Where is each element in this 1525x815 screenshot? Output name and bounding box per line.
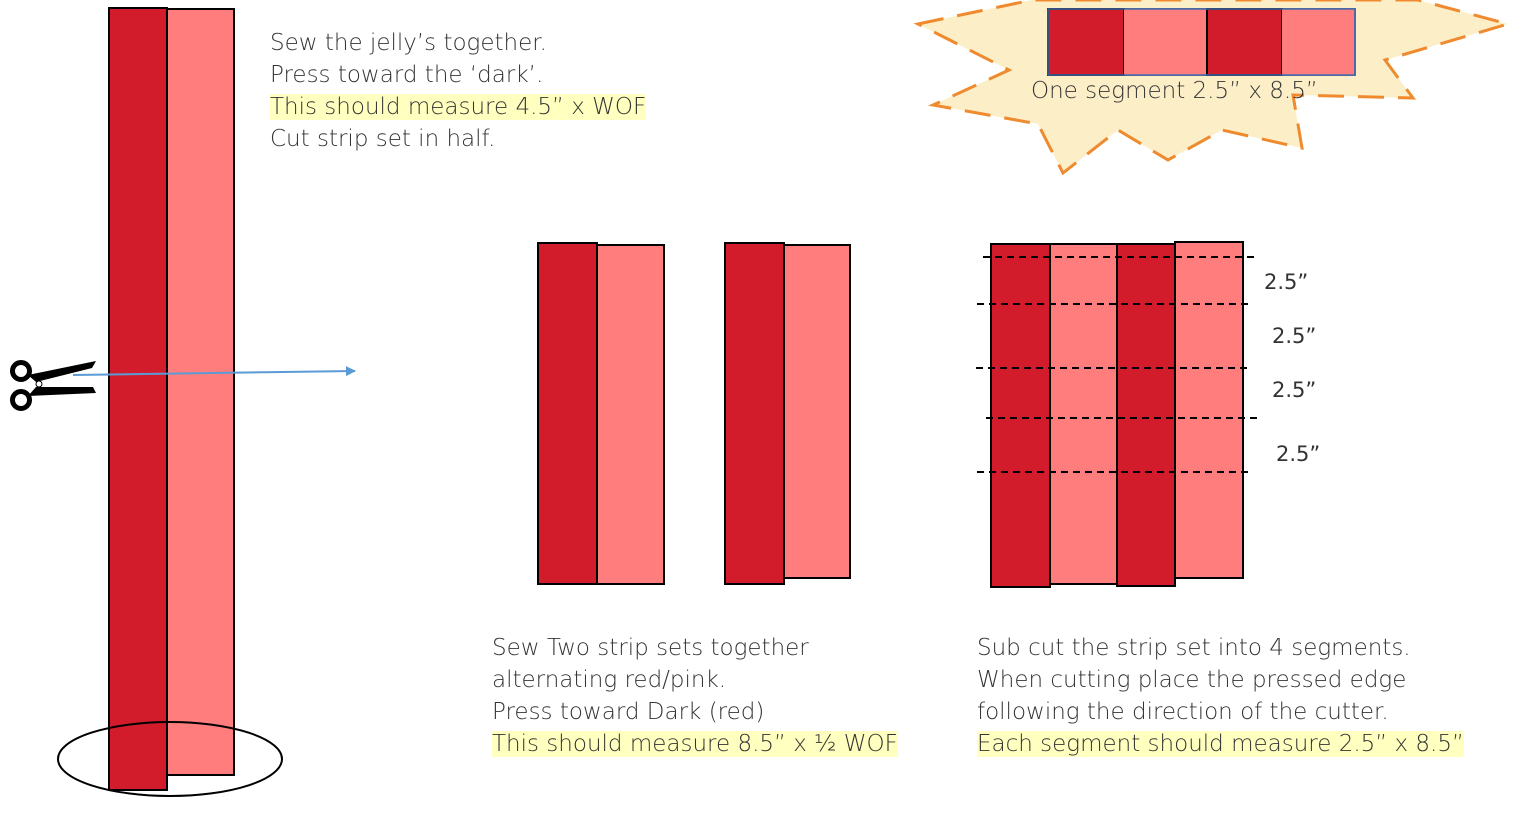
segment-label-3: 2.5” <box>1272 378 1317 402</box>
step3-line1: Sub cut the strip set into 4 segments. <box>977 635 1411 661</box>
step2-line2: alternating red/pink. <box>492 667 727 693</box>
segment-pink-2 <box>1282 9 1354 75</box>
four-set-red-1 <box>990 243 1051 588</box>
step2-line3: Press toward Dark (red) <box>492 699 765 725</box>
step3-measure-highlight: Each segment should measure 2.5” x 8.5” <box>977 731 1464 757</box>
four-set-pink-2 <box>1174 241 1244 579</box>
segment-label-1: 2.5” <box>1264 270 1309 294</box>
step2-instructions: Sew Two strip sets together alternating … <box>492 632 898 760</box>
segment-label-4: 2.5” <box>1276 442 1321 466</box>
step2-measure-highlight: This should measure 8.5” x ½ WOF <box>492 731 898 757</box>
step2-line1: Sew Two strip sets together <box>492 635 809 661</box>
step3-instructions: Sub cut the strip set into 4 segments. W… <box>977 632 1464 760</box>
step2-line4: This should measure 8.5” x ½ WOF <box>492 728 898 760</box>
step1-line2: Press toward the ‘dark’. <box>270 62 544 88</box>
step3-line2: When cutting place the pressed edge <box>977 667 1407 693</box>
segment-red-1 <box>1047 8 1125 76</box>
half-set-2-red <box>724 242 785 585</box>
half-set-1-red <box>537 242 598 585</box>
starburst-label: One segment 2.5” x 8.5” <box>1031 78 1318 104</box>
step1-measure-highlight: This should measure 4.5” x WOF <box>270 94 647 120</box>
segment-pink-1 <box>1124 9 1207 75</box>
step3-line3: following the direction of the cutter. <box>977 699 1389 725</box>
segment-border <box>1047 8 1356 76</box>
step3-line4: Each segment should measure 2.5” x 8.5” <box>977 728 1464 760</box>
step1-line1: Sew the jelly’s together. <box>270 30 547 56</box>
segment-label-2: 2.5” <box>1272 324 1317 348</box>
step1-line4: Cut strip set in half. <box>270 126 496 152</box>
long-strip-pink <box>166 8 235 776</box>
segment-red-2 <box>1206 8 1283 76</box>
half-set-1-pink <box>596 244 665 585</box>
step1-instructions: Sew the jelly’s together. Press toward t… <box>270 27 647 155</box>
step1-line3: This should measure 4.5” x WOF <box>270 91 647 123</box>
strip-end-ellipse <box>57 721 283 797</box>
long-strip-red <box>108 7 168 791</box>
scissors-icon <box>10 360 96 411</box>
four-set-red-2 <box>1116 243 1176 587</box>
four-set-pink-1 <box>1049 243 1118 585</box>
cut-arrow <box>72 366 356 377</box>
half-set-2-pink <box>783 244 851 579</box>
